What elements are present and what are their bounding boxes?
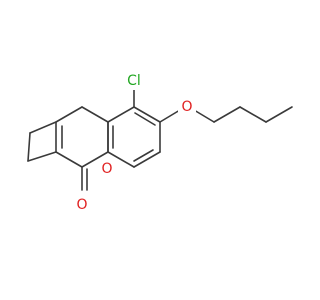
atom-label-ether-oxygen: O [181, 99, 192, 115]
bond [81, 106, 109, 123]
bond [239, 106, 267, 123]
bond [133, 106, 161, 123]
bond [27, 151, 57, 162]
double-bond-inner [134, 112, 156, 126]
atom-label-chlorine: Cl [127, 73, 141, 89]
structure-diagram: Cl O O O [27, 72, 293, 214]
double-bond-inner [133, 149, 154, 162]
bond [193, 109, 215, 123]
bond [55, 106, 83, 123]
bond [265, 106, 293, 123]
bond [107, 106, 135, 123]
bond [29, 121, 57, 134]
atom-labels: Cl O O O [73, 72, 196, 214]
bond [55, 151, 83, 168]
bond [159, 109, 181, 123]
bond [133, 151, 161, 168]
bond [81, 151, 109, 168]
bond [213, 106, 241, 123]
atom-label-ring-oxygen: O [101, 161, 112, 177]
bond [27, 132, 31, 162]
atom-label-carbonyl-oxygen: O [76, 197, 87, 213]
bonds [27, 86, 293, 191]
bond [107, 151, 135, 168]
